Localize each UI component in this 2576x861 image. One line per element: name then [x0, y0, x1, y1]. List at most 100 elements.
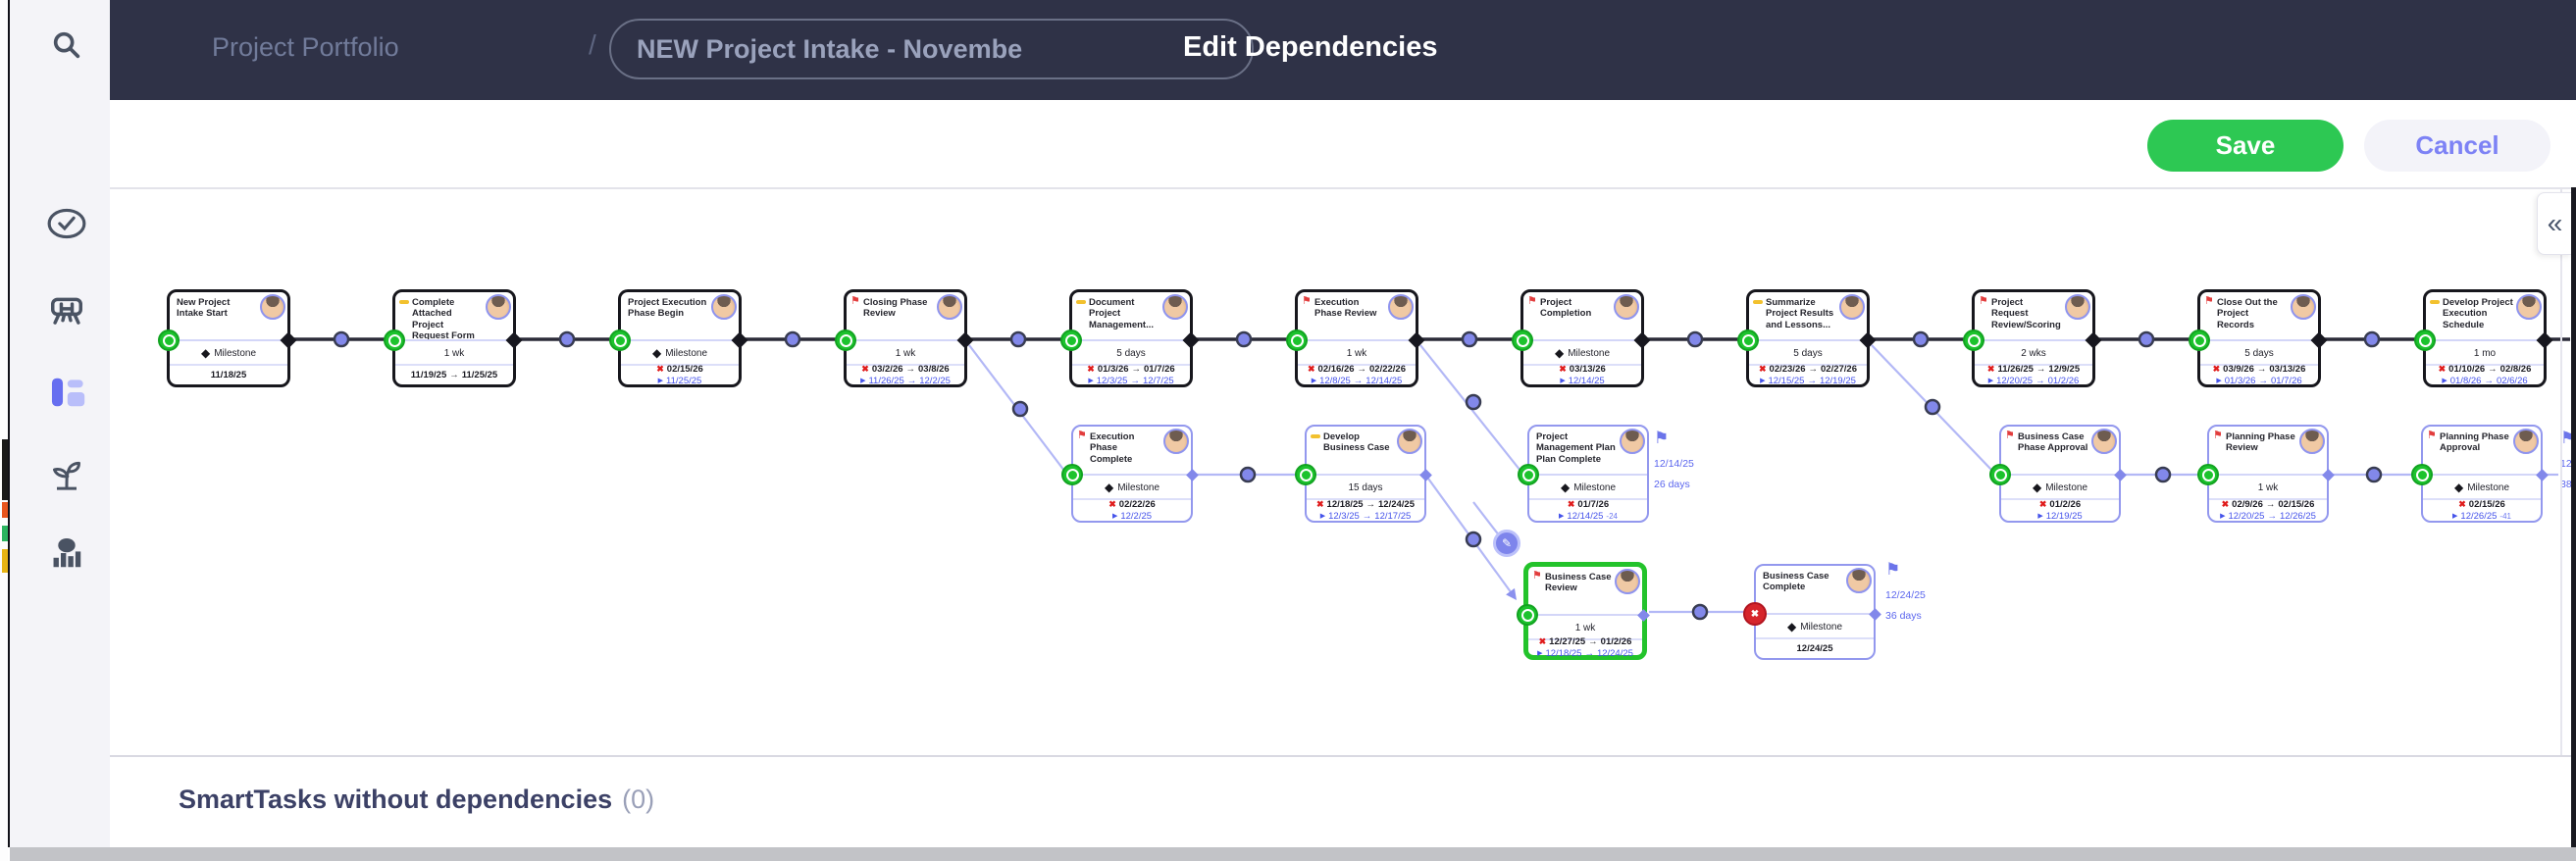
reports-icon[interactable] — [43, 530, 90, 577]
check-circle-icon[interactable] — [43, 200, 90, 247]
assignee-avatar[interactable] — [486, 294, 511, 320]
dependency-midpoint-handle[interactable] — [1912, 330, 1930, 348]
dependency-midpoint-handle[interactable] — [1686, 330, 1704, 348]
assignee-avatar[interactable] — [2091, 429, 2117, 454]
date-start: 12/20/25 — [2228, 510, 2265, 522]
dependency-anchor-start[interactable] — [1517, 604, 1538, 626]
dependency-conflict-anchor[interactable]: ✖ — [1743, 602, 1767, 626]
date-end: 12/14/25 — [1365, 375, 1403, 386]
search-icon[interactable] — [43, 22, 90, 69]
save-button[interactable]: Save — [2147, 120, 2344, 172]
assignee-avatar[interactable] — [2513, 429, 2539, 454]
dependency-midpoint-handle[interactable] — [1461, 330, 1478, 348]
dependency-midpoint-handle[interactable] — [1239, 466, 1257, 483]
dependency-anchor-start[interactable] — [2411, 464, 2433, 485]
breadcrumb-project-portfolio[interactable]: Project Portfolio — [212, 32, 399, 62]
dependency-midpoint-handle[interactable] — [1011, 400, 1029, 418]
dependency-midpoint-handle[interactable] — [1924, 398, 1941, 416]
task-card[interactable]: ⚑Planning Phase Approval◆Milestone✖02/15… — [2411, 425, 2549, 523]
dashboard-icon[interactable] — [43, 369, 90, 416]
assignee-avatar[interactable] — [2299, 429, 2325, 454]
assignee-avatar[interactable] — [2065, 294, 2090, 320]
assignee-avatar[interactable] — [711, 294, 737, 320]
assignee-avatar[interactable] — [1162, 294, 1188, 320]
assignee-avatar[interactable] — [1615, 569, 1640, 594]
dependency-anchor-start[interactable] — [1737, 329, 1759, 351]
dependency-anchor-start[interactable] — [1963, 329, 1984, 351]
dependency-anchor-start[interactable] — [1518, 464, 1539, 485]
dependency-anchor-start[interactable] — [384, 329, 405, 351]
edit-dependency-badge[interactable]: ✎ — [1493, 530, 1520, 557]
dependency-midpoint-handle[interactable] — [558, 330, 576, 348]
task-date-row: ✖03/2/26→03/8/26 — [861, 364, 949, 375]
task-card[interactable]: ⚑Business Case Phase Approval◆Milestone✖… — [1989, 425, 2127, 523]
dependency-anchor-start[interactable] — [1061, 464, 1083, 485]
assignee-avatar[interactable] — [1839, 294, 1865, 320]
task-card[interactable]: Summarize Project Results and Lessons...… — [1737, 289, 1877, 387]
dependency-midpoint-handle[interactable] — [2138, 330, 2155, 348]
dependency-anchor-start[interactable] — [2414, 329, 2436, 351]
task-card[interactable]: Project Management Plan Plan Complete◆Mi… — [1518, 425, 1649, 523]
collapse-panel-button[interactable]: « — [2537, 192, 2572, 255]
assignee-avatar[interactable] — [1846, 568, 1872, 593]
dependency-anchor-start[interactable] — [1286, 329, 1308, 351]
dependency-anchor-start[interactable] — [609, 329, 631, 351]
task-card[interactable]: ⚑Project Completion◆Milestone✖03/13/26▶1… — [1512, 289, 1651, 387]
assignee-avatar[interactable] — [1388, 294, 1414, 320]
dependency-anchor-start[interactable] — [158, 329, 180, 351]
dependency-midpoint-handle[interactable] — [333, 330, 350, 348]
dependency-midpoint-handle[interactable] — [784, 330, 801, 348]
dependency-midpoint-handle[interactable] — [1465, 393, 1482, 411]
dependency-anchor-start[interactable] — [835, 329, 856, 351]
workspace-icon[interactable] — [43, 288, 90, 335]
task-card[interactable]: Project Execution Phase Begin◆Milestone✖… — [609, 289, 748, 387]
assignee-avatar[interactable] — [937, 294, 962, 320]
assignee-avatar[interactable] — [1163, 429, 1189, 454]
date-conflict-icon: ✖ — [2438, 363, 2447, 374]
dependency-midpoint-handle[interactable] — [2154, 466, 2172, 483]
assignee-avatar[interactable] — [1620, 429, 1645, 454]
smarttasks-section: SmartTasks without dependencies(0) — [110, 756, 2571, 847]
assignee-avatar[interactable] — [2516, 294, 2542, 320]
task-dates: ✖02/15/26▶12/26/25-41 — [2423, 499, 2541, 522]
task-date-row: ✖02/22/26 — [1108, 499, 1156, 510]
task-card[interactable]: Document Project Management...5 days✖01/… — [1060, 289, 1200, 387]
cancel-button[interactable]: Cancel — [2364, 120, 2550, 172]
dependency-anchor-start[interactable] — [2189, 329, 2210, 351]
duration-label: 2 wks — [2021, 347, 2046, 359]
date-start: 11/19/25 — [410, 369, 447, 380]
assignee-avatar[interactable] — [1397, 429, 1422, 454]
assignee-avatar[interactable] — [2291, 294, 2316, 320]
dependency-anchor-start[interactable] — [1060, 329, 1082, 351]
dependency-midpoint-handle[interactable] — [1235, 330, 1253, 348]
dependency-midpoint-handle[interactable] — [2363, 330, 2381, 348]
dependency-anchor-start[interactable] — [1295, 464, 1316, 485]
smarttasks-label: SmartTasks without dependencies — [179, 785, 613, 814]
dependency-anchor-start[interactable] — [2197, 464, 2219, 485]
dependency-midpoint-handle[interactable] — [1465, 531, 1482, 548]
growth-icon[interactable] — [43, 451, 90, 498]
dependency-midpoint-handle[interactable] — [2365, 466, 2383, 483]
dependency-anchor-start[interactable] — [1512, 329, 1533, 351]
task-card[interactable]: ⚑Execution Phase Complete◆Milestone✖02/2… — [1061, 425, 1199, 523]
risk-flag-icon: ⚑ — [2213, 430, 2223, 441]
dependency-midpoint-handle[interactable] — [1691, 603, 1709, 621]
assignee-avatar[interactable] — [1614, 294, 1639, 320]
breadcrumb-current-project[interactable]: NEW Project Intake - Novembe — [609, 19, 1254, 79]
dependency-anchor-start[interactable] — [1989, 464, 2011, 485]
task-dates: ✖01/2/26▶12/19/25 — [2001, 499, 2119, 522]
assignee-avatar[interactable] — [260, 294, 285, 320]
dependency-midpoint-handle[interactable] — [1009, 330, 1027, 348]
